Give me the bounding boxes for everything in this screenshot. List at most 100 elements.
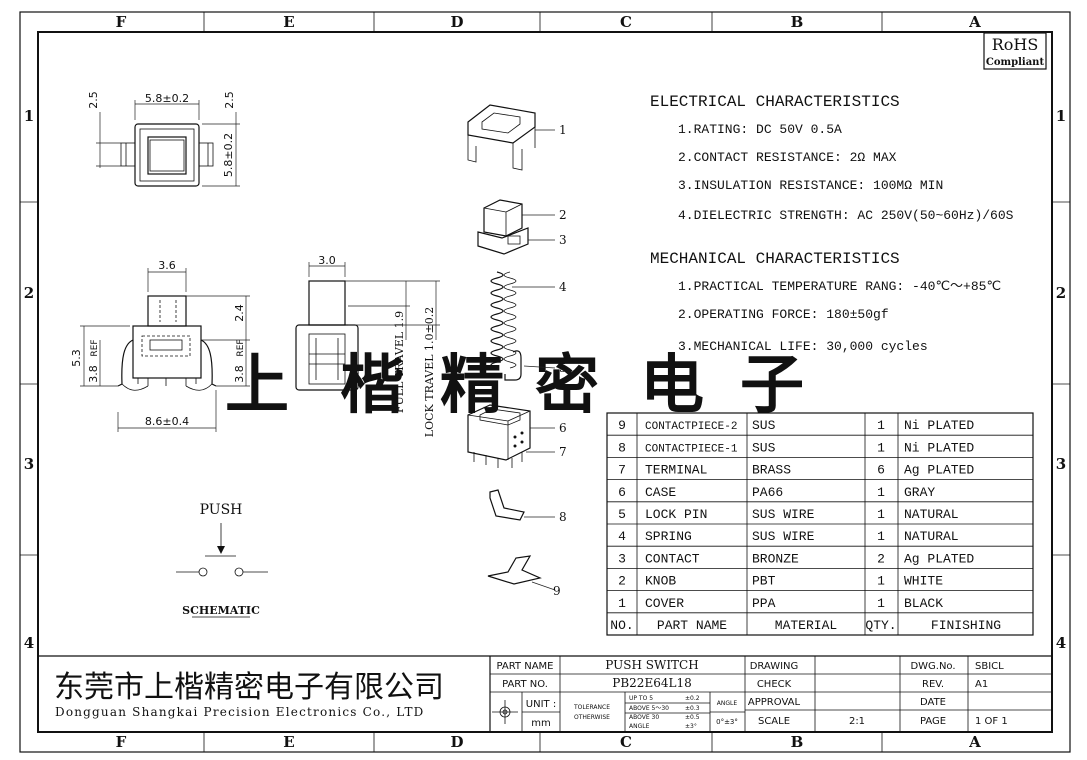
balloon-2: 2 [559,208,567,222]
bom-cell: PPA [752,596,776,611]
side-view: 3.0 FULL TRAVEL 1.9 LOCK TRAVEL 1.0±0.2 [295,254,440,437]
balloon-8: 8 [559,510,567,524]
dim-top-left-gap: 2.5 [87,91,100,109]
tolerance-label: TOLERANCE [573,704,610,711]
bom-cell: 1 [877,440,885,455]
bom-cell: 5 [618,507,626,522]
dim-front-width: 8.6±0.4 [145,415,189,428]
bom-cell: 1 [618,596,626,611]
dim-top-height: 5.8±0.2 [222,133,235,177]
bom-cell: KNOB [645,574,676,589]
dim-front-base-left: 3.8 [87,365,100,383]
part-name-value: PUSH SWITCH [605,658,698,672]
scale-value: 2:1 [849,716,865,727]
bom-cell: 1 [877,574,885,589]
col-label-e-bottom: E [283,733,294,751]
dim-front-knob-height: 2.4 [233,304,246,322]
dim-lock-travel: LOCK TRAVEL 1.0±0.2 [423,307,436,437]
company-name-cn: 东莞市上楷精密电子有限公司 [54,670,444,705]
row-label-1-right: 1 [1056,107,1066,125]
electrical-item: 1.RATING: DC 50V 0.5A [678,122,842,137]
rohs-badge: RoHS Compliant [983,32,1047,70]
bom-cell: SUS [752,418,776,433]
bom-cell: BRONZE [752,551,799,566]
bom-cell: 8 [618,440,626,455]
row-label-4-left: 4 [24,634,34,652]
watermark-char: 精 [440,348,504,423]
dim-full-travel: FULL TRAVEL 1.9 [393,311,406,413]
bom-cell: 1 [877,507,885,522]
company-name-en: Dongguan Shangkai Precision Electronics … [55,705,425,719]
bom-cell: 1 [877,485,885,500]
col-label-b-top: B [791,13,804,31]
balloon-4: 4 [559,280,567,294]
push-label: PUSH [200,502,243,518]
bom-cell: 6 [877,463,885,478]
bom-cell: 9 [618,418,626,433]
row-label-2-right: 2 [1056,284,1066,302]
dwg-no-value: SBICL [975,661,1004,672]
electrical-item: 3.INSULATION RESISTANCE: 100MΩ MIN [678,178,943,193]
bom-cell: 1 [877,418,885,433]
exploded-view [467,104,556,591]
balloon-3: 3 [559,233,567,247]
bom-cell: BRASS [752,463,791,478]
part-lock-pin [504,350,522,381]
part-contactpiece-2 [487,555,542,585]
tol-angle-label: ANGLE [629,723,650,730]
dim-top-right-gap: 2.5 [223,91,236,109]
bom-cell: NATURAL [904,529,959,544]
col-label-c-bottom: C [620,733,632,751]
bom-cell: 2 [877,551,885,566]
bom-header-cell: QTY. [865,618,896,633]
bom-cell: 6 [618,485,626,500]
bom-cell: Ag PLATED [904,551,974,566]
otherwise-label: OTHERWISE [574,714,610,721]
row-label-4-right: 4 [1056,634,1066,652]
dim-side-knob-width: 3.0 [318,254,336,267]
top-view: 5.8±0.2 5.8±0.2 2.5 2.5 [87,91,240,187]
tol-upto5: UP TO 5 [629,695,653,702]
tol-upto5-val: ±0.2 [685,695,700,702]
part-no-label: PART NO. [502,679,548,690]
bom-cell: Ni PLATED [904,440,974,455]
bom-cell: 1 [877,596,885,611]
bom-cell: CASE [645,485,676,500]
bom-header-cell: FINISHING [931,618,1001,633]
bom-header-cell: MATERIAL [775,618,837,633]
front-view: 3.6 8.6±0.4 5.3 REF 3.8 2.4 REF 3.8 [70,259,250,432]
schematic-caption: SCHEMATIC [182,604,260,617]
col-label-f-bottom: F [116,733,127,751]
bom-cell: PBT [752,574,776,589]
rohs-title: RoHS [992,35,1039,54]
rev-value: A1 [975,679,988,690]
bom-cell: SUS [752,440,776,455]
watermark: 上 楷 精 密 电 子 [225,348,804,423]
row-label-1-left: 1 [24,107,34,125]
part-name-label: PART NAME [496,661,553,672]
date-label: DATE [920,697,946,708]
row-label-3-right: 3 [1056,455,1066,473]
page-label: PAGE [920,716,946,727]
bom-cell: SUS WIRE [752,507,815,522]
col-label-a-bottom: A [968,733,981,751]
dim-front-total-height: 5.3 [70,349,83,367]
tol-above30-val: ±0.5 [685,714,700,721]
col-label-a-top: A [968,13,981,31]
part-balloons: 1 2 3 4 5 6 7 8 9 [553,123,567,598]
rohs-subtitle: Compliant [986,57,1045,68]
col-label-d-top: D [450,13,463,31]
angle-tol: 0°±3° [716,718,738,726]
dim-top-width: 5.8±0.2 [145,92,189,105]
sheet-frame [19,11,1071,753]
title-block-text: 东莞市上楷精密电子有限公司 Dongguan Shangkai Precisio… [54,658,1008,730]
bom-cell: 7 [618,463,626,478]
bom-header-cell: NO. [610,618,633,633]
tol-above30: ABOVE 30 [629,714,659,721]
bom-cell: CONTACTPIECE-2 [645,421,737,433]
mechanical-item: 2.OPERATING FORCE: 180±50gf [678,307,889,322]
bom-cell: SUS WIRE [752,529,815,544]
rev-label: REV. [922,679,944,690]
